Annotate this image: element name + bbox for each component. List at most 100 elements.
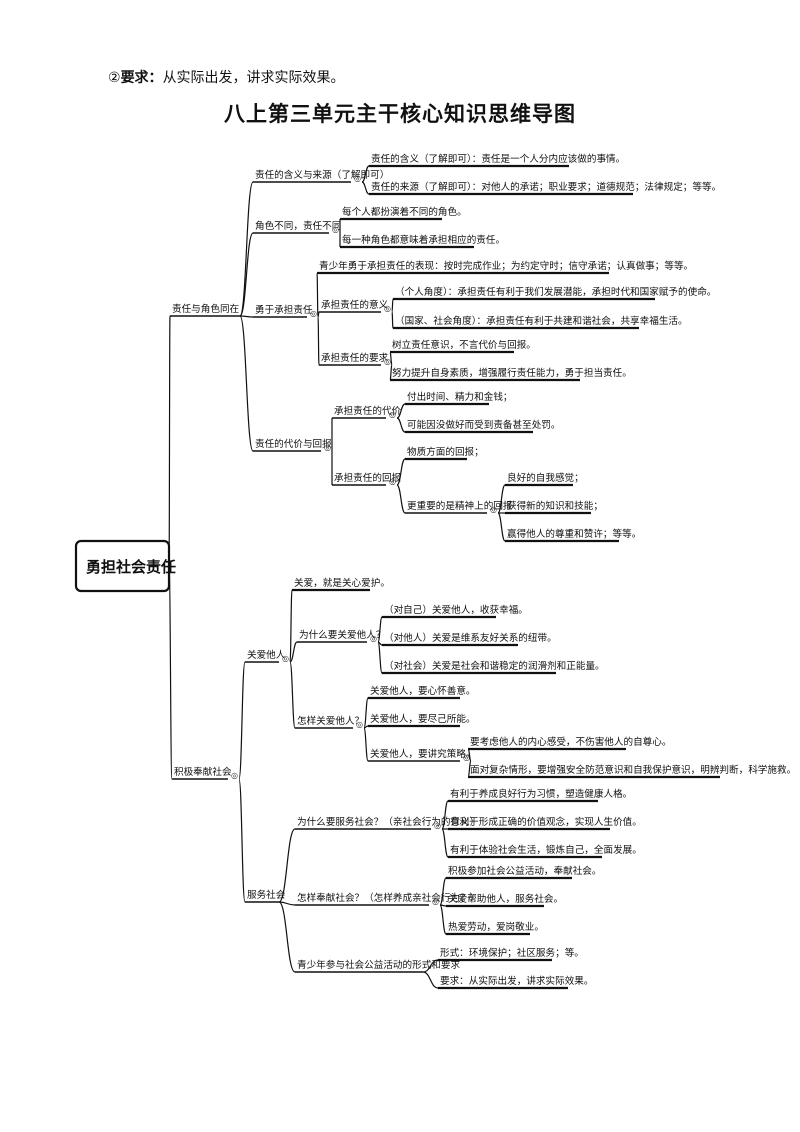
connector-line [361,165,370,183]
collapse-marker-icon: ◎ [332,225,339,234]
connector-line [391,311,394,329]
connector-line [396,417,406,433]
connector-line [467,760,472,778]
collapse-marker-icon: ◎ [384,304,391,313]
branch-responsibility-role: 责任与角色同在 [172,303,239,315]
node-responsibility-meaning-source: 责任的含义与来源（了解即可） [255,169,389,181]
leaf-node: 关爱他人，要尽己所能。 [370,713,476,725]
leaf-node: 热爱劳动，爱岗敬业。 [448,921,544,933]
connector-line [317,316,320,366]
leaf-node: 努力提升自身素质，增强履行责任能力，勇于担当责任。 [392,367,632,379]
leaf-node: （对社会）关爱是社会和谐稳定的润滑剂和正能量。 [384,660,605,672]
collapse-marker-icon: ◎ [310,309,317,318]
connector-line [278,828,296,903]
connector-line [422,959,439,973]
branch-contribute-society: 积极奉献社会 [174,766,232,778]
leaf-node: 良好的自我感觉； [507,472,584,484]
connector-line [497,512,506,542]
node-responsibility-requirement: 承担责任的要求 [321,352,389,364]
leaf-node: 责任的来源（了解即可）：对他人的承诺；职业要求；道德规范；法律规定；等等。 [371,181,721,193]
connector-line [439,877,447,906]
node-spiritual-reward: 更重要的是精神上的回报 [407,500,513,512]
collapse-marker-icon: ◎ [354,174,361,183]
node-responsibility-significance: 承担责任的意义 [321,299,389,311]
leaf-node: 赢得他人的尊重和赞许；等等。 [507,528,641,540]
connector-line [396,403,406,419]
connector-line [168,565,173,780]
collapse-marker-icon: ◎ [463,753,470,762]
node-role-different: 角色不同，责任不同 [255,220,341,232]
leaf-node: 可能因没做好而受到责备甚至处罚。 [407,419,561,431]
node-why-care: 为什么要关爱他人？ [299,629,385,641]
collapse-marker-icon: ◎ [490,505,497,514]
note-text: 从实际出发，讲求实际效果。 [162,70,345,86]
connector-line [497,484,506,514]
connector-line [239,315,254,318]
leaf-node: 积极参加社会公益活动，奉献社会。 [448,865,602,877]
leaf-node: 面对复杂情形，要增强安全防范意识和自我保护意识，明辨判断，科学施救。 [470,764,796,776]
connector-line [239,232,254,317]
collapse-marker-icon: ◎ [324,443,331,452]
node-public-welfare: 青少年参与社会公益活动的形式和要求 [297,959,460,971]
leaf-node: （对他人）关爱是维系友好关系的纽带。 [384,632,557,644]
leaf-node: 责任的含义（了解即可）：责任是一个人分内应该做的事情。 [371,153,625,165]
connector-line [439,904,447,935]
connector-line [168,315,171,567]
connector-line [396,484,406,514]
top-note: ②要求：从实际出发，讲求实际效果。 [108,68,345,88]
connector-line [422,971,439,989]
node-why-serve: 为什么要服务社会？（亲社会行为的意义） [297,816,479,828]
node-care-strategy: 关爱他人，要讲究策略。 [370,748,476,760]
connector-line [238,778,246,903]
collapse-marker-icon: ◎ [370,634,377,643]
collapse-marker-icon: ◎ [432,897,439,906]
connector-line [361,181,370,195]
connector-line [289,641,298,663]
connector-line [389,364,393,381]
leaf-node: 关爱，就是关心爱护。 [294,577,390,589]
leaf-node: 每一种角色都意味着承担相应的责任。 [342,234,505,246]
connector-line [441,828,449,858]
leaf-node: 有利于形成正确的价值观念，实现人生价值。 [450,816,642,828]
node-care-for-others: 关爱他人 [247,649,286,661]
connector-line [278,901,296,906]
connector-line [396,458,406,486]
leaf-node: 关爱他人，要心怀善意。 [370,685,476,697]
collapse-marker-icon: ◎ [356,720,363,729]
connector-line [289,589,293,663]
node-cost-and-reward: 责任的代价与回报 [255,438,332,450]
leaf-node: 付出时间、精力和金钱； [407,391,513,403]
leaf-node: （对自己）关爱他人，收获幸福。 [384,604,528,616]
connector-line [363,727,369,762]
leaf-node: （国家、社会角度）：承担责任有利于共建和谐社会，共享幸福生活。 [395,315,688,327]
leaf-node: （个人角度）：承担责任有利于我们发展潜能，承担时代和国家赋予的使命。 [395,286,716,298]
collapse-marker-icon: ◎ [282,654,289,663]
connector-line [289,661,296,729]
collapse-marker-icon: ◎ [389,410,396,419]
page-title: 八上第三单元主干核心知识思维导图 [224,102,576,126]
leaf-node: 获得新的知识和技能； [507,500,603,512]
leaf-node: 形式：环境保护；社区服务；等。 [440,947,584,959]
leaf-node: 关爱帮助他人，服务社会。 [448,893,563,905]
connector-line [377,641,383,674]
leaf-node: 青少年勇于承担责任的表现：按时完成作业；为约定守时；信守承诺；认真做事；等等。 [319,260,693,272]
leaf-node: 有利于体验社会生活，锻炼自己，全面发展。 [450,844,642,856]
node-cost: 承担责任的代价 [334,405,402,417]
collapse-marker-icon: ◎ [384,357,391,366]
leaf-node: 有利于养成良好行为习惯，塑造健康人格。 [450,788,632,800]
collapse-marker-icon: ◎ [231,771,238,780]
node-serve-society: 服务社会 [247,889,286,901]
connector-line [363,697,369,729]
note-prefix: ② [108,70,121,86]
leaf-node: 要考虑他人的内心感受，不伤害他人的自尊心。 [470,736,671,748]
connector-line [239,315,254,452]
collapse-marker-icon: ◎ [434,821,441,830]
leaf-node: 要求：从实际出发，讲求实际效果。 [440,975,594,987]
leaf-node: 物质方面的回报； [407,446,484,458]
node-take-responsibility: 勇于承担责任 [255,304,313,316]
leaf-node: 每个人都扮演着不同的角色。 [342,206,467,218]
root-node: 勇担社会责任 [86,558,176,576]
connector-line [238,661,246,780]
note-bold: 要求： [120,70,163,86]
